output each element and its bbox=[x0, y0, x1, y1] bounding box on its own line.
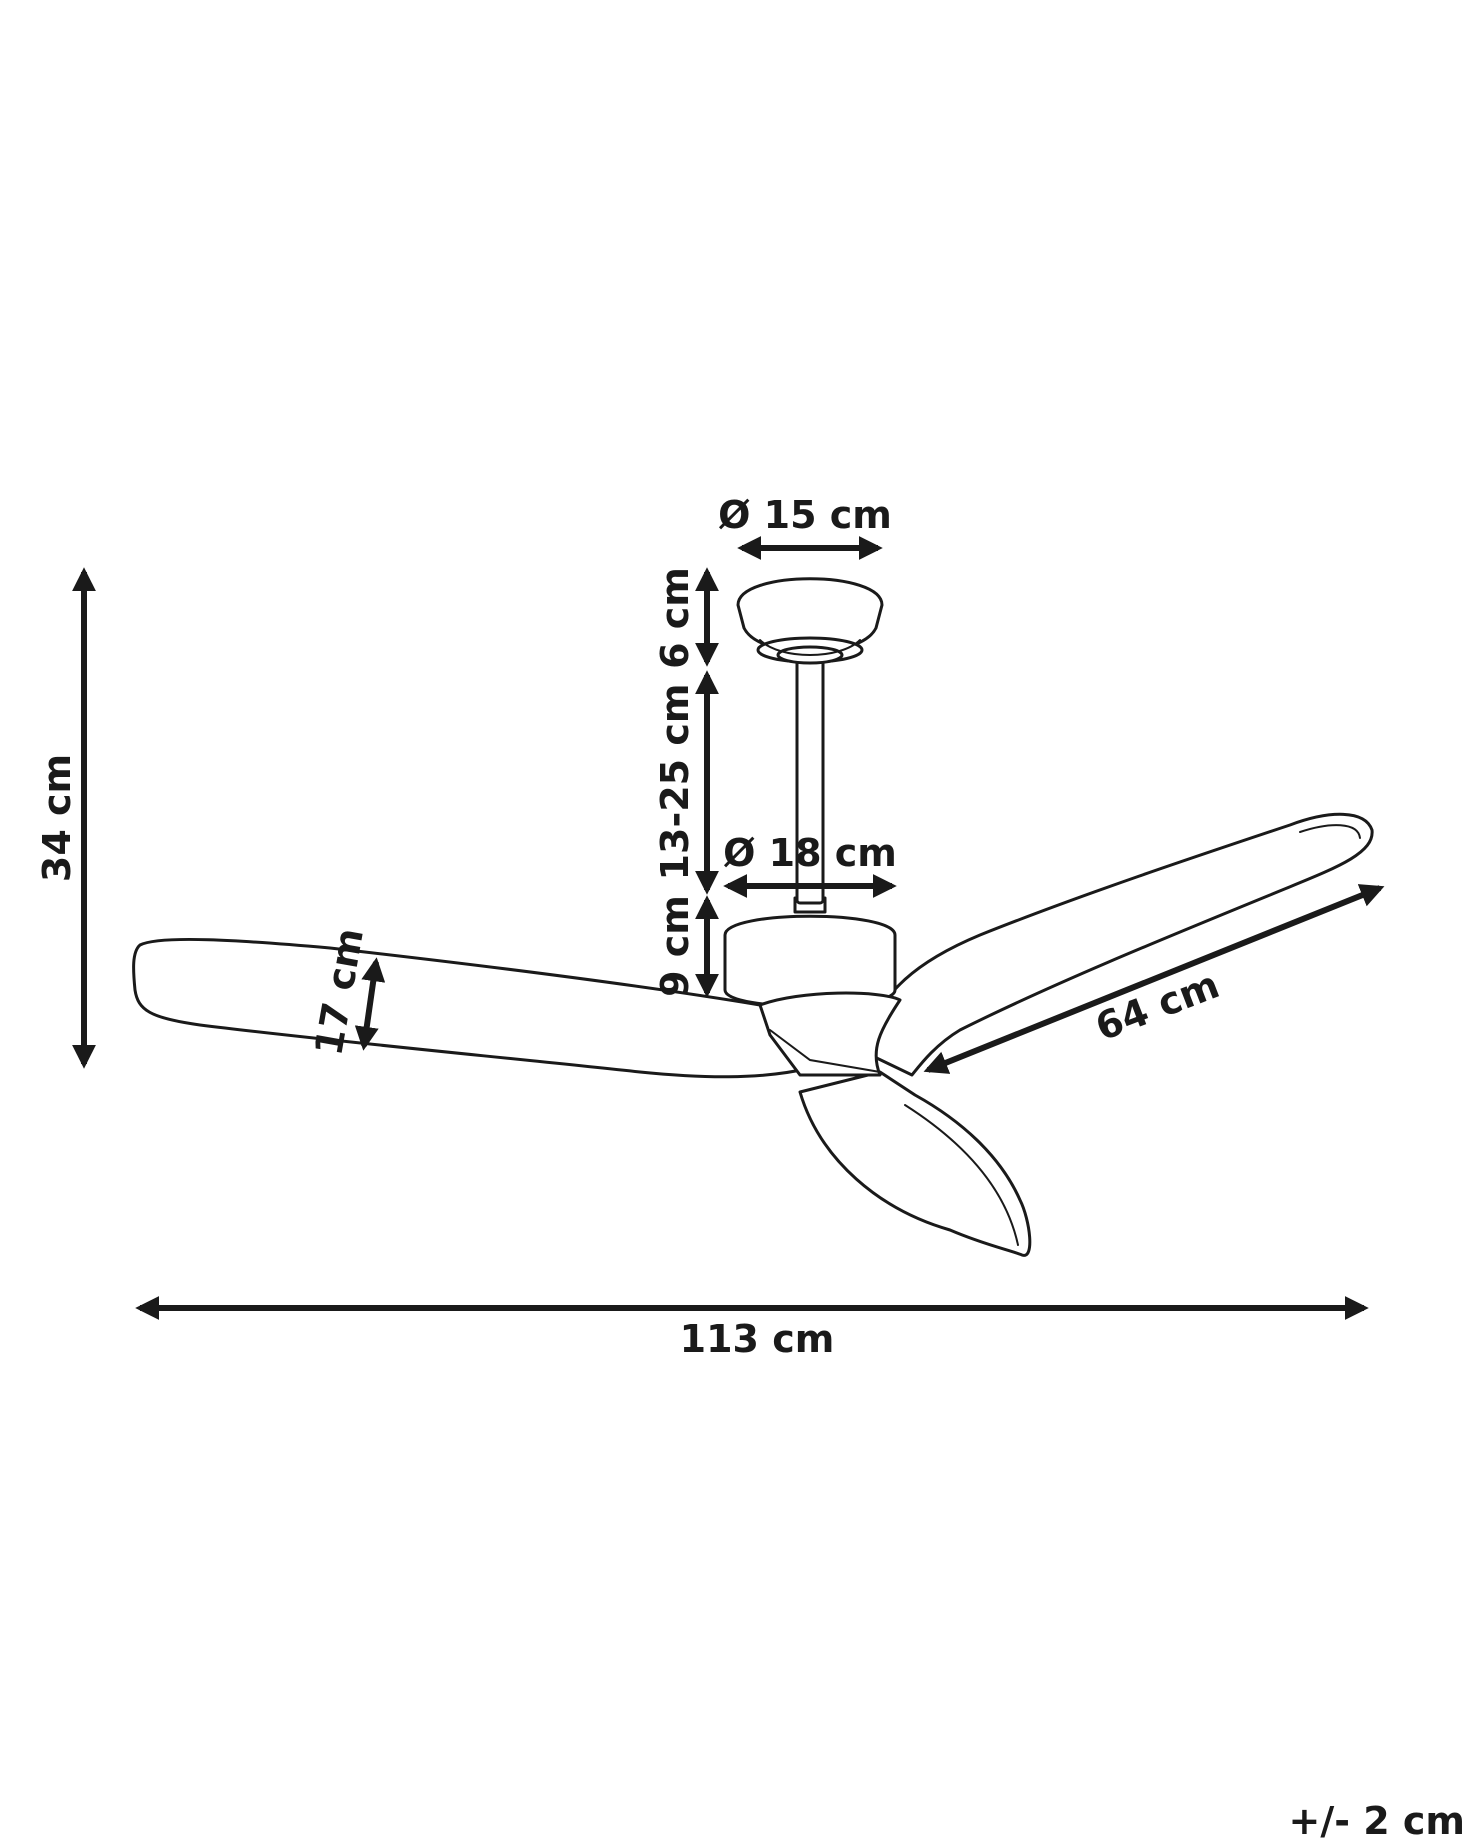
canopy-height-label: 6 cm bbox=[653, 567, 697, 669]
canopy-diameter-label: Ø 15 cm bbox=[718, 493, 892, 537]
fan-blade-hub bbox=[758, 991, 902, 1077]
blade-width-arrow bbox=[354, 957, 386, 1051]
fan-motor-housing bbox=[723, 896, 897, 1008]
fan-blade-front-edge bbox=[904, 1104, 1019, 1246]
fan-canopy bbox=[736, 577, 884, 665]
tolerance-label: +/- 2 cm bbox=[1288, 1799, 1465, 1839]
fan-blade-front bbox=[798, 1070, 1032, 1257]
total-span-label: 113 cm bbox=[680, 1317, 835, 1361]
motor-height-label: 9 cm bbox=[653, 895, 697, 997]
dimension-arrows bbox=[72, 536, 1385, 1320]
blade-length-arrow bbox=[923, 884, 1385, 1074]
fan-blade-left bbox=[132, 937, 812, 1079]
downrod-length-label: 13-25 cm bbox=[653, 684, 697, 881]
dimension-labels: Ø 15 cm 6 cm 13-25 cm Ø 18 cm 9 cm 34 cm… bbox=[35, 493, 1465, 1839]
fan-blade-right-edge bbox=[1299, 824, 1361, 839]
motor-diameter-label: Ø 18 cm bbox=[723, 831, 897, 875]
ceiling-fan-illustration bbox=[132, 577, 1374, 1257]
total-height-label: 34 cm bbox=[35, 754, 79, 882]
